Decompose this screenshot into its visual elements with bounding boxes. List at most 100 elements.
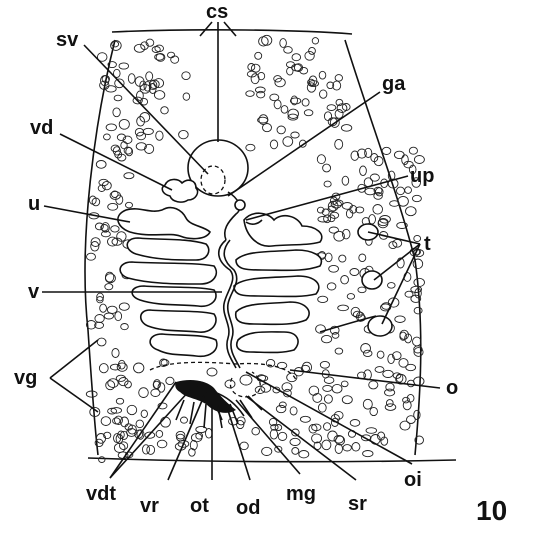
follicle-cell [121, 324, 129, 330]
follicle-cell [335, 139, 343, 149]
follicle-cell [414, 156, 424, 164]
follicle-cell [312, 424, 321, 431]
label-t: t [424, 233, 431, 255]
follicle-cell [137, 117, 145, 127]
follicle-cell [329, 227, 338, 233]
follicle-cell [361, 344, 371, 354]
leader-vdt [110, 382, 176, 478]
follicle-cell [394, 151, 404, 158]
follicle-cell [287, 67, 293, 75]
follicle-cell [108, 203, 118, 210]
follicle-cell [313, 393, 322, 402]
follicle-cell [166, 377, 174, 384]
leader-cs-arm [224, 22, 236, 36]
follicle-cell [104, 134, 111, 140]
follicle-cell [400, 421, 410, 430]
follicle-cell [347, 294, 354, 300]
follicle-cell [292, 448, 299, 455]
follicle-cell [377, 351, 384, 358]
follicle-cell [318, 403, 326, 412]
follicle-cell [127, 405, 137, 414]
follicle-cell [409, 147, 417, 154]
follicle-cell [324, 181, 331, 187]
follicle-cell [97, 338, 106, 346]
follicle-cell [327, 283, 336, 290]
uterus-loop-left-5 [141, 310, 216, 332]
uterus-loop-right-3 [234, 276, 319, 297]
label-sr: sr [348, 493, 367, 515]
leader-vd [60, 134, 172, 190]
label-ot: ot [190, 495, 209, 517]
follicle-cell [171, 56, 179, 63]
label-sv: sv [56, 29, 79, 51]
follicle-cell [318, 296, 328, 302]
follicle-cell [262, 447, 272, 455]
follicle-cell [388, 354, 395, 363]
follicle-cell [95, 223, 103, 230]
follicle-cell [318, 216, 328, 222]
follicle-cell [350, 269, 359, 276]
follicle-cell [112, 191, 119, 198]
follicle-cell [126, 202, 133, 208]
follicle-cell [139, 388, 149, 398]
follicle-cell [134, 363, 144, 373]
follicle-cell [119, 119, 129, 129]
uterus-loop-left-1 [118, 208, 210, 239]
follicle-cell [385, 389, 395, 396]
label-vr: vr [140, 495, 159, 517]
follicle-cell [312, 38, 318, 44]
follicle-cell [101, 417, 111, 426]
follicle-cell [106, 124, 116, 131]
follicle-cell [332, 384, 342, 393]
follicle-cell [341, 276, 349, 284]
follicle-cell [395, 316, 405, 323]
follicle-cell [284, 47, 293, 54]
follicle-cell [270, 94, 279, 101]
follicle-cell [119, 303, 129, 310]
follicle-cell [324, 423, 331, 431]
follicle-cell [255, 87, 265, 93]
follicle-cell [143, 445, 150, 454]
follicle-cell [252, 428, 260, 435]
follicle-cell [413, 337, 422, 346]
follicle-cell [341, 125, 351, 132]
follicle-cell [343, 445, 351, 451]
follicle-cell [119, 63, 129, 69]
follicle-cell [413, 259, 423, 269]
follicle-cell [320, 361, 329, 368]
leader-vg [50, 378, 98, 412]
follicle-cell [121, 417, 129, 427]
follicle-cell [403, 397, 410, 403]
follicle-cell [342, 396, 352, 404]
uterus-loop-left-2 [127, 238, 209, 260]
follicle-cell [312, 434, 322, 443]
ootype-cell [207, 368, 217, 376]
follicle-cell [363, 451, 373, 457]
follicle-cell [96, 161, 106, 169]
follicle-cell [100, 304, 107, 312]
follicle-cell [309, 425, 317, 434]
follicle-cell [397, 187, 405, 195]
label-vdt: vdt [86, 483, 116, 505]
follicle-cell [240, 442, 248, 450]
follicle-cell [270, 430, 277, 440]
follicle-cell [108, 237, 118, 246]
label-u: u [28, 193, 40, 215]
follicle-cell [156, 430, 163, 437]
follicle-cell [157, 440, 167, 448]
follicle-cell [181, 417, 188, 423]
vas-deferens-loops [162, 179, 197, 202]
follicle-cell [366, 428, 377, 434]
follicle-cell [363, 399, 372, 409]
follicle-cell [309, 47, 316, 54]
follicle-cell [322, 440, 331, 450]
label-vg: vg [14, 367, 37, 389]
follicle-cell [414, 307, 422, 314]
follicle-cell [329, 265, 339, 272]
testis [362, 271, 382, 289]
uterus-loop-right-2 [236, 250, 321, 270]
follicle-cell [277, 126, 285, 134]
follicle-cell [274, 100, 281, 109]
label-cs: cs [206, 1, 228, 23]
follicle-cell [114, 95, 122, 101]
